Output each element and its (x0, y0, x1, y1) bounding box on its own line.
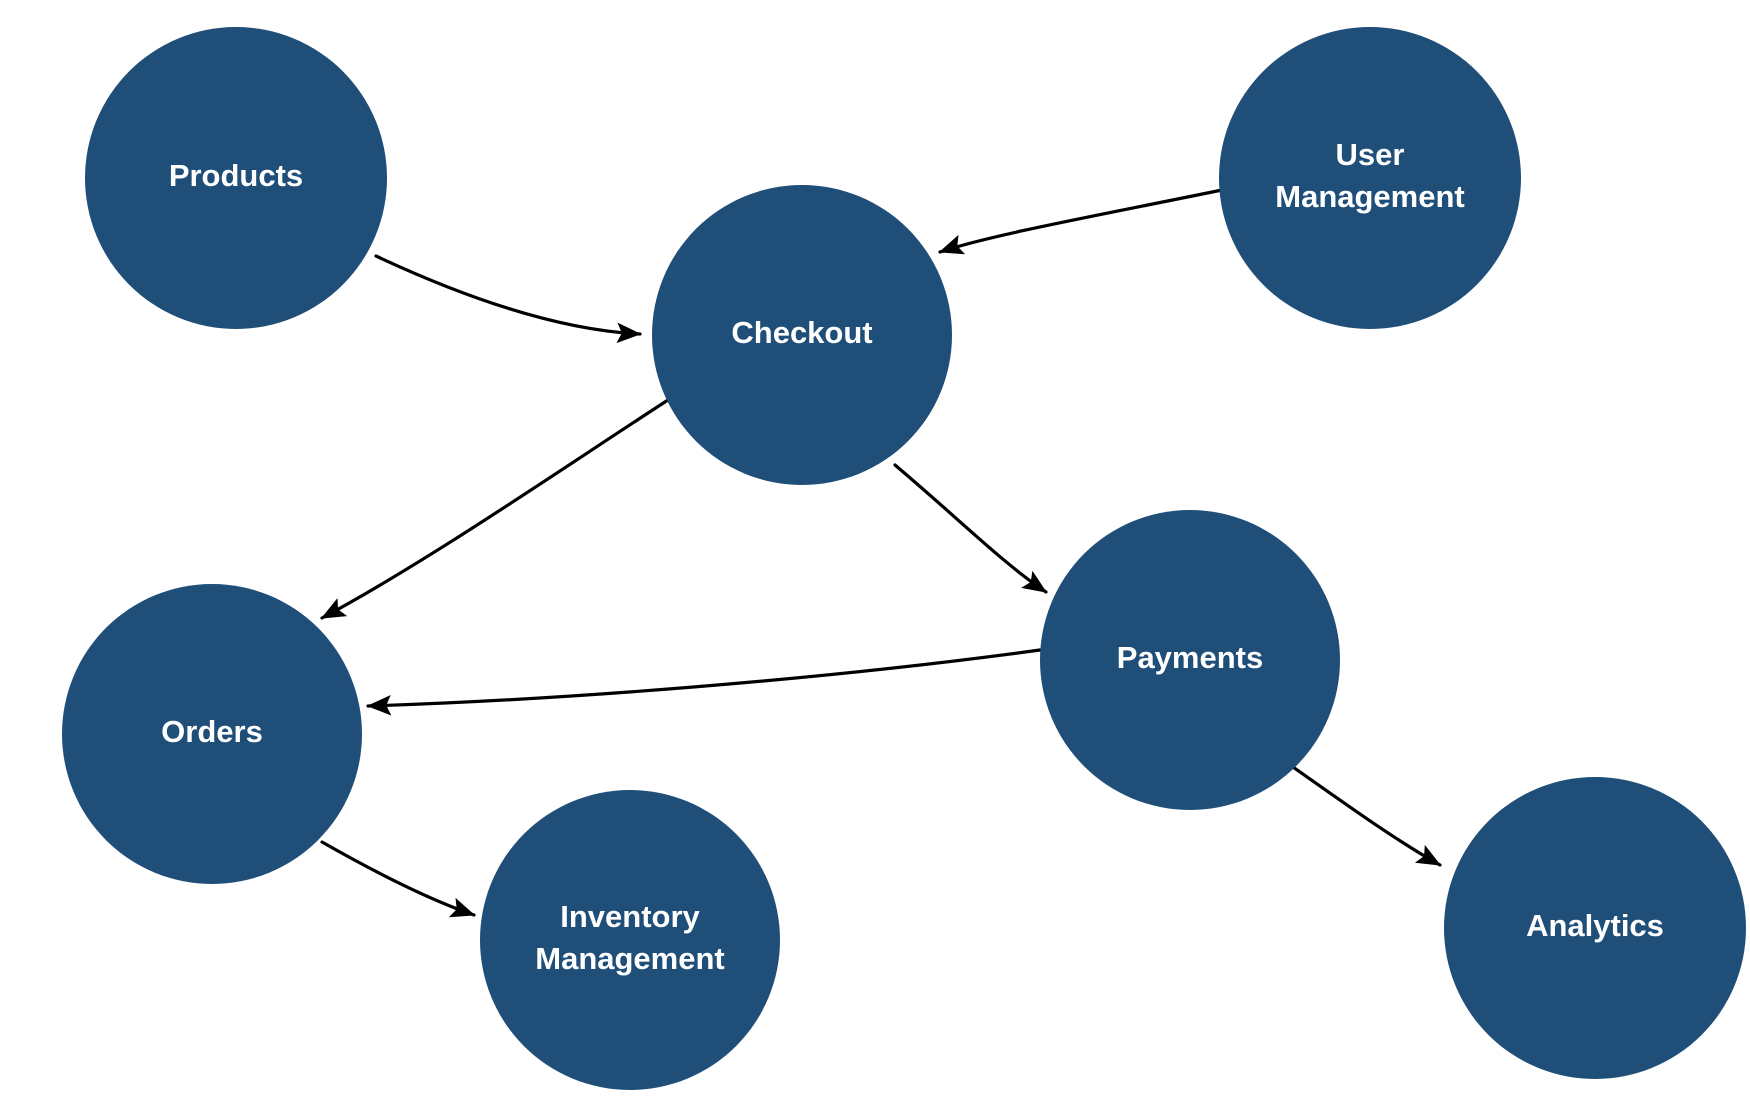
node-circle-checkout[interactable] (652, 185, 952, 485)
node-checkout[interactable]: Checkout (652, 185, 952, 485)
edge-payments-to-analytics[interactable] (1281, 758, 1442, 867)
node-analytics[interactable]: Analytics (1444, 777, 1746, 1079)
edge-products-to-checkout[interactable] (374, 254, 642, 344)
node-circle-products[interactable] (85, 27, 387, 329)
edge-payments-to-orders[interactable] (366, 648, 1042, 716)
node-circle-analytics[interactable] (1444, 777, 1746, 1079)
node-circle-payments[interactable] (1040, 510, 1340, 810)
edge-user_mgmt-to-checkout[interactable] (938, 188, 1224, 255)
node-payments[interactable]: Payments (1040, 510, 1340, 810)
edge-checkout-to-payments[interactable] (893, 463, 1048, 594)
node-circle-inventory[interactable] (480, 790, 780, 1090)
node-circle-orders[interactable] (62, 584, 362, 884)
edge-orders-to-inventory[interactable] (320, 840, 476, 918)
node-products[interactable]: Products (85, 27, 387, 329)
edge-checkout-to-orders[interactable] (320, 398, 670, 620)
node-circle-user_mgmt[interactable] (1219, 27, 1521, 329)
edges-layer (320, 188, 1442, 918)
node-orders[interactable]: Orders (62, 584, 362, 884)
